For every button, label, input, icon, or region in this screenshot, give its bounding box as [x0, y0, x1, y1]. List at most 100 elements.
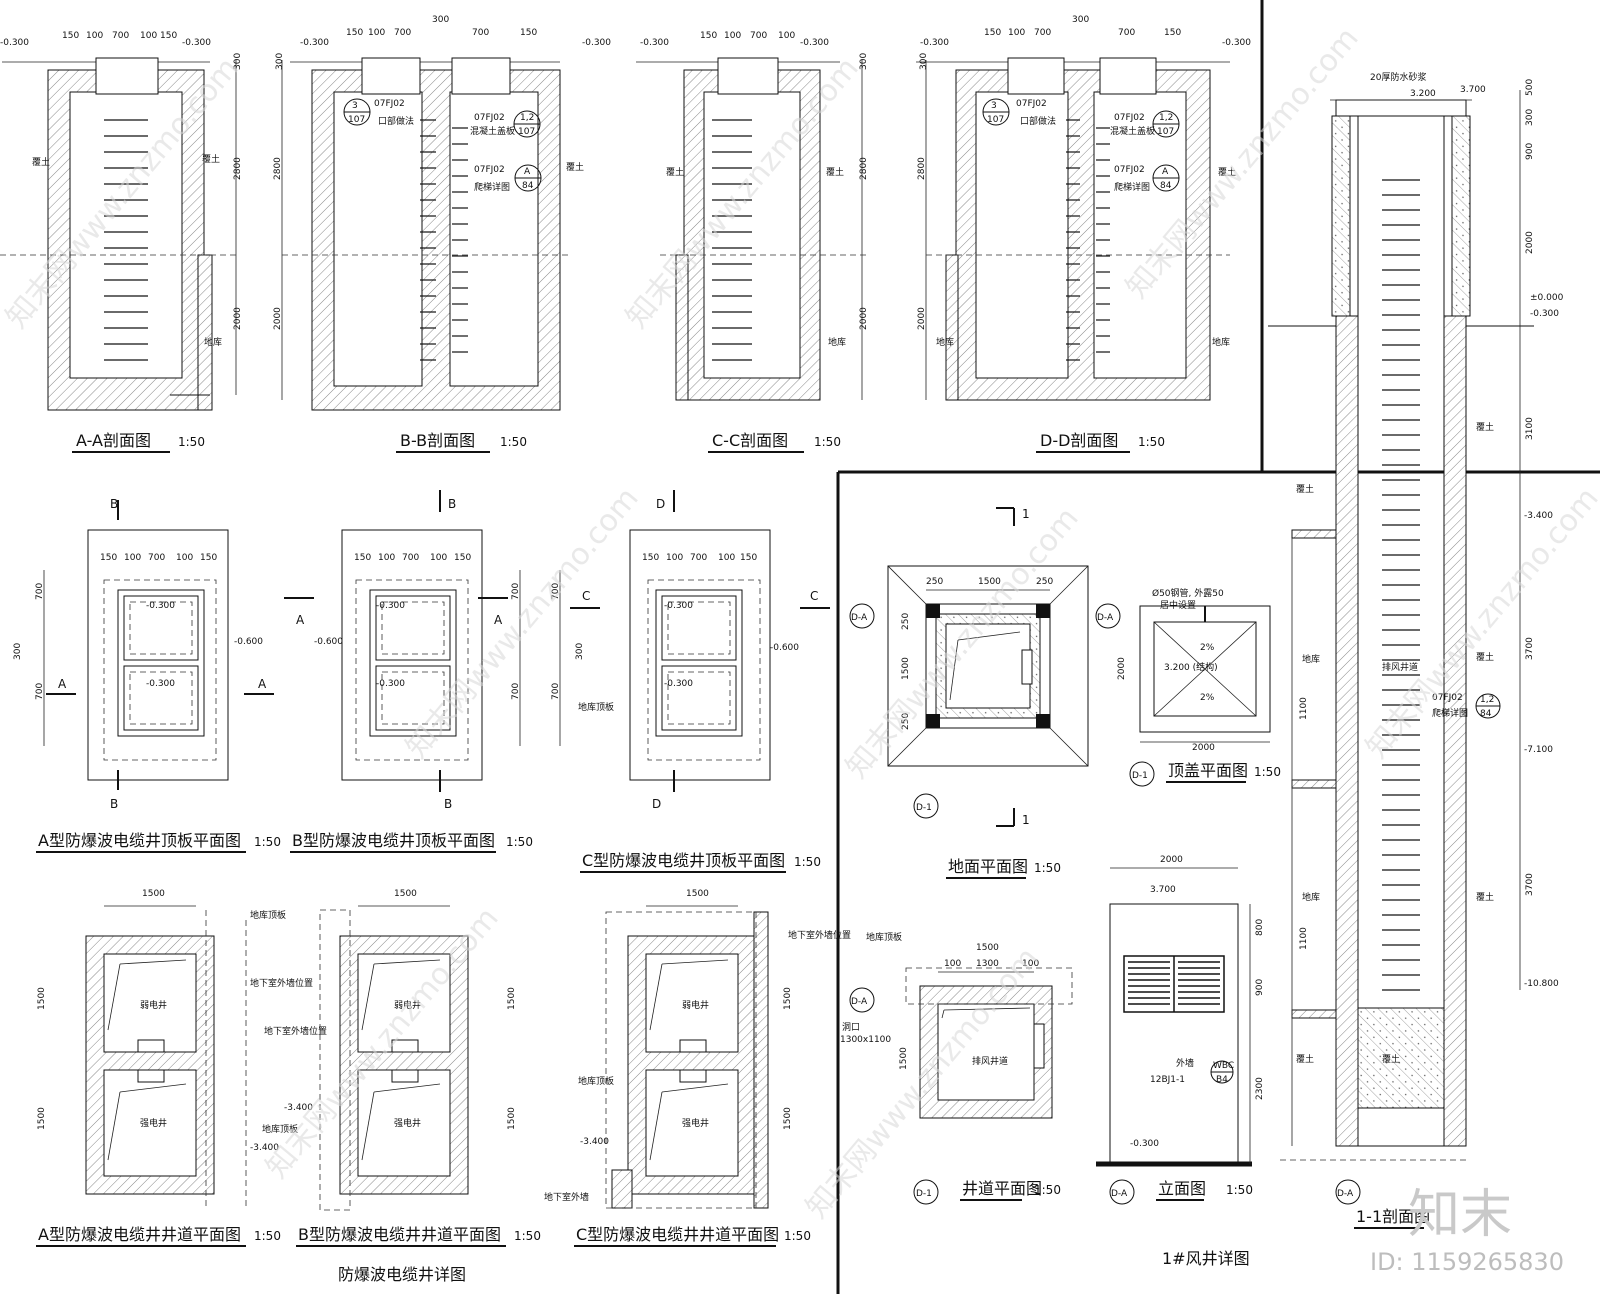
ref-code: 07FJ02 [1016, 99, 1047, 109]
wall-label: 地下室外墙位置 [250, 977, 313, 989]
scale-label: 1:50 [506, 835, 533, 849]
dim-label: 300 [275, 53, 285, 70]
group-title-vent: 1#风井详图 [1162, 1249, 1250, 1268]
dim-label: 1100 [1299, 697, 1309, 720]
cut-label: B [110, 497, 118, 511]
room-label-weak: 弱电井 [140, 999, 167, 1011]
level-label: -0.300 [920, 38, 949, 48]
dim-label: 300 [233, 53, 243, 70]
plan-top-a: B B A A -0.300 -0.300 -0.600 150 100 700… [13, 497, 281, 853]
scale-label: 1:50 [254, 835, 281, 849]
vent-ground-plan: 1 1 250 1500 250 250 1500 250 D-A D-1 地面… [849, 507, 1089, 879]
fill-label: 覆土 [1476, 421, 1494, 433]
ext-wall-label: 外墙 [1176, 1057, 1194, 1069]
dim-label: 1500 [783, 1107, 793, 1130]
shaft-title-a: A型防爆波电缆井井道平面图 [38, 1225, 241, 1244]
level-label: 3.700 [1460, 85, 1486, 95]
cut-label: C [810, 589, 818, 603]
ref-code: 07FJ02 [1432, 693, 1463, 703]
fill-label: 覆土 [202, 153, 220, 165]
level-label: -3.400 [250, 1143, 279, 1153]
vent-shaft-plan: 1500 100 1300 100 1500 排风井道 地库顶板 洞口 1300… [840, 931, 1073, 1205]
cut-label: A [258, 677, 267, 691]
vent-elevation: 2000 3.700 -0.300 外墙 12BJ1-1 WBC B4 800 … [1096, 855, 1265, 1268]
dim-label: 700 [394, 28, 411, 38]
ref-code: 07FJ02 [474, 165, 505, 175]
dim-label: 2000 [917, 307, 927, 330]
ref-num: B4 [1216, 1075, 1228, 1085]
wall-label: 地下室外墙位置 [264, 1025, 327, 1037]
level-label: -0.600 [770, 643, 799, 653]
level-label: -7.100 [1524, 745, 1553, 755]
roof-label: 地库顶板 [262, 1123, 298, 1135]
level-label: -0.300 [800, 38, 829, 48]
scale-label: 1:50 [794, 855, 821, 869]
dim-label: 150 [200, 553, 217, 563]
ref-note: 爬梯详图 [1114, 181, 1150, 193]
fill-label: 覆土 [1382, 1053, 1400, 1065]
ref-code: 07FJ02 [374, 99, 405, 109]
dim-label: 250 [901, 613, 911, 630]
plan-title-c: C型防爆波电缆井顶板平面图 [582, 851, 785, 870]
mortar-label: 20厚防水砂浆 [1370, 71, 1426, 83]
level-label: -10.800 [1524, 979, 1559, 989]
dim-label: 100 [1022, 959, 1039, 969]
cut-label: A [296, 613, 305, 627]
wall-label: 地下室外墙位置 [788, 929, 851, 941]
dim-label: 700 [472, 28, 489, 38]
exhaust-label: 排风井道 [972, 1055, 1008, 1067]
roof-label: 地库顶板 [578, 1075, 614, 1087]
dim-label: 250 [1036, 577, 1053, 587]
dim-label: 300 [919, 53, 929, 70]
scale-label: 1:50 [514, 1229, 541, 1243]
exhaust-label: 排风井道 [1382, 661, 1418, 673]
dim-label: 150 [354, 553, 371, 563]
axis-label: D-A [1097, 613, 1114, 623]
dim-label: 100 [724, 31, 741, 41]
dim-label: 1500 [37, 987, 47, 1010]
vent-section-title: 1-1剖面图 [1356, 1207, 1430, 1226]
room-label-weak: 弱电井 [394, 999, 421, 1011]
ref-note: 口部做法 [1020, 115, 1056, 127]
dim-label: 2000 [859, 307, 869, 330]
fill-label: 覆土 [1296, 483, 1314, 495]
dim-label: 100 [778, 31, 795, 41]
dim-label: 3100 [1525, 417, 1535, 440]
scale-label: 1:50 [1254, 765, 1281, 779]
cut-label: B [444, 797, 452, 811]
garage-label: 地库 [204, 336, 222, 348]
level-label: -0.300 [0, 38, 29, 48]
dim-label: 700 [148, 553, 165, 563]
ref-code: 07FJ02 [1114, 165, 1145, 175]
opening-label: 洞口 [842, 1022, 860, 1033]
dim-label: 300 [13, 643, 23, 660]
ref-note: 混凝土盖板 [1110, 125, 1155, 137]
ref-note: 口部做法 [378, 115, 414, 127]
dim-label: 150 [346, 28, 363, 38]
dim-label: 700 [402, 553, 419, 563]
roof-label: 地库顶板 [250, 909, 286, 921]
dim-label: 300 [1525, 109, 1535, 126]
level-label: -0.300 [376, 601, 405, 611]
dim-label: 700 [35, 683, 45, 700]
scale-label: 1:50 [1034, 1183, 1061, 1197]
dim-label: 300 [575, 643, 585, 660]
ref-code: 12BJ1-1 [1150, 1075, 1185, 1085]
slope-label: 2% [1200, 693, 1215, 703]
ref-num: 107 [1157, 127, 1174, 137]
dim-label: 100 [718, 553, 735, 563]
vent-ground-title: 地面平面图 [948, 857, 1028, 876]
ref-num: 84 [1480, 709, 1492, 719]
dim-label: 1500 [507, 987, 517, 1010]
scale-label: 1:50 [500, 435, 527, 449]
fill-label: 覆土 [32, 156, 50, 168]
dim-label: 250 [901, 713, 911, 730]
brand-logo: 知末 [1408, 1185, 1512, 1245]
dim-label: 150 [1164, 28, 1181, 38]
dim-label: 700 [551, 683, 561, 700]
level-label: ±0.000 [1530, 293, 1564, 303]
axis-label: D-1 [916, 1189, 932, 1199]
dim-label: 2300 [1255, 1077, 1265, 1100]
dim-label: 500 [1525, 79, 1535, 96]
ref-note: 爬梯详图 [1432, 707, 1468, 719]
